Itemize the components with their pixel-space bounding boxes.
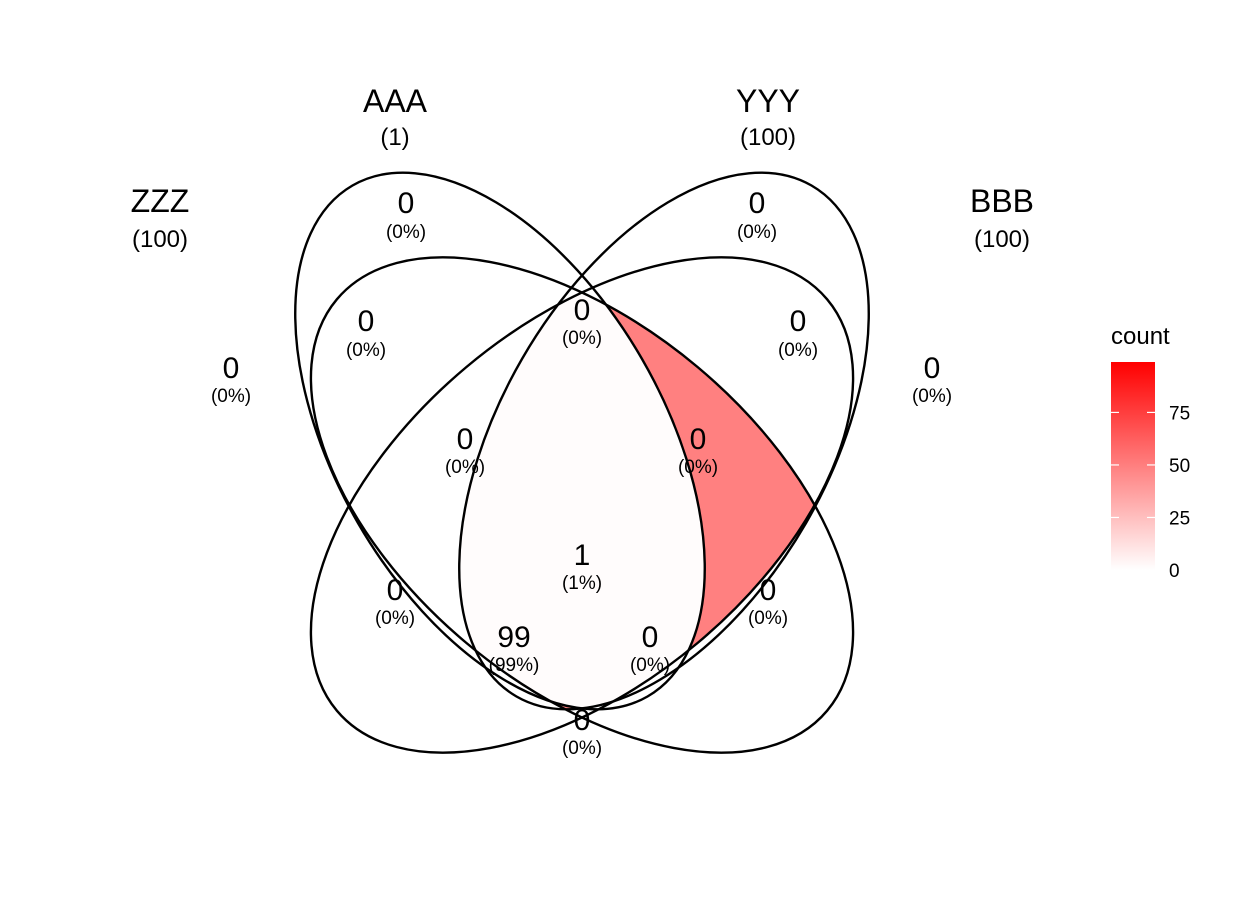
region-aaa-yyy-bbb: 0 (0%) [678,423,718,478]
region-count: 0 [223,352,240,385]
region-percent: (0%) [748,608,788,629]
region-bbb-only: 0 (0%) [912,352,952,407]
region-percent: (0%) [562,738,602,759]
region-percent: (0%) [346,340,386,361]
set-outline-yyy [458,171,870,711]
set-name-zzz: ZZZ [131,183,190,219]
legend-tick-label: 75 [1169,403,1190,424]
set-size-aaa: (1) [380,124,409,151]
region-aaa-only: 0 (0%) [386,187,426,243]
legend-ticks: 0 25 50 75 [1111,403,1190,582]
region-percent: (0%) [562,328,602,349]
region-zzz-aaa-yyy: 0 (0%) [445,423,485,478]
region-count: 0 [749,187,766,220]
region-aaa-bbb: 0 (0%) [748,574,788,629]
legend-color-bar [1111,362,1155,570]
region-count: 0 [574,294,591,327]
set-name-aaa: AAA [363,83,428,119]
set-size-zzz: (100) [132,226,188,253]
legend: count 0 25 50 75 [1111,323,1190,582]
region-count: 0 [790,305,807,338]
region-yyy-only: 0 (0%) [737,187,777,243]
legend-title: count [1111,323,1170,350]
region-percent: (0%) [375,608,415,629]
legend-tick-label: 25 [1169,508,1190,529]
region-percent: (0%) [678,457,718,478]
set-outline-bbb [309,256,855,754]
region-count: 0 [358,305,375,338]
region-count: 0 [642,621,659,654]
region-percent: (0%) [211,386,251,407]
region-percent: (0%) [445,457,485,478]
region-count: 0 [398,187,415,220]
region-percent: (0%) [912,386,952,407]
region-count: 0 [387,574,404,607]
region-zzz-only: 0 (0%) [211,352,251,407]
set-name-bbb: BBB [970,183,1034,219]
region-zzz-aaa-yyy-bbb: 1 (1%) [562,539,602,594]
region-count: 0 [760,574,777,607]
region-aaa-yyy: 0 (0%) [562,294,602,349]
region-percent: (0%) [778,340,818,361]
region-percent: (0%) [737,222,777,243]
region-yyy-bbb: 0 (0%) [778,305,818,361]
set-size-bbb: (100) [974,226,1030,253]
set-name-yyy: YYY [736,83,800,119]
region-count: 1 [574,539,591,572]
set-size-yyy: (100) [740,124,796,151]
region-percent: (1%) [562,573,602,594]
set-outline-aaa [294,171,706,711]
legend-tick-label: 50 [1169,456,1190,477]
set-outline-zzz [309,256,855,754]
region-count: 99 [497,621,530,654]
legend-tick-label: 0 [1169,561,1180,582]
region-percent: (0%) [386,222,426,243]
region-count: 0 [924,352,941,385]
region-count: 0 [690,423,707,456]
region-percent: (99%) [489,655,540,676]
region-zzz-aaa: 0 (0%) [346,305,386,361]
region-zzz-yyy: 0 (0%) [375,574,415,629]
region-zzz-yyy-bbb: 99 (99%) [489,621,540,676]
region-count: 0 [574,704,591,737]
region-zzz-aaa-bbb: 0 (0%) [630,621,670,676]
region-count: 0 [457,423,474,456]
region-percent: (0%) [630,655,670,676]
region-zzz-bbb: 0 (0%) [562,704,602,759]
